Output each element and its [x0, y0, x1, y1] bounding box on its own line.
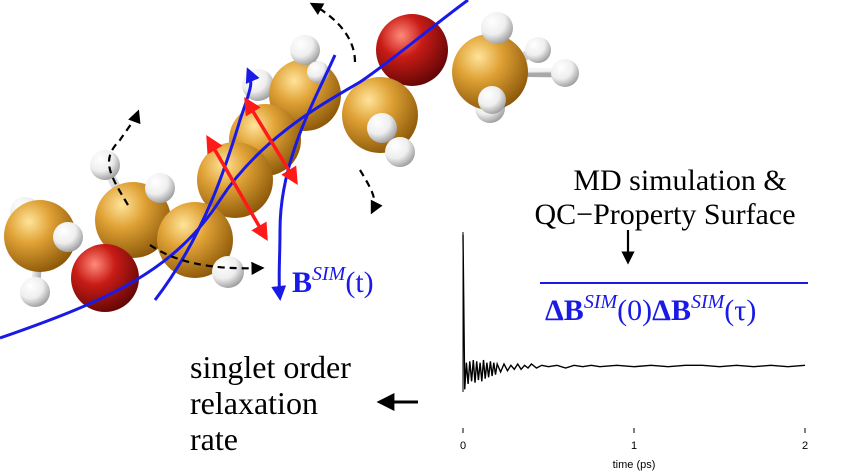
hydrogen-atom [478, 86, 506, 114]
vibration-arrow [244, 97, 298, 185]
md-simulation-line2: QC−Property Surface [534, 198, 795, 231]
hydrogen-atom [525, 37, 551, 63]
hydrogen-atom [90, 150, 120, 180]
corr-sup-1: SIM [584, 291, 619, 313]
chart-series-line [462, 234, 806, 390]
md-simulation-line1: MD simulation & [573, 164, 786, 197]
chart-x-label: time (ps) [613, 459, 656, 471]
field-label-arg: (t) [345, 266, 373, 299]
rotation-arrow [359, 169, 383, 215]
hydrogen-atom [551, 59, 579, 87]
rotation-arrows [107, 2, 383, 275]
hydrogen-atom [212, 256, 244, 288]
oxygen-atom [71, 244, 139, 312]
chart-x-ticks: 0 1 2 [460, 428, 808, 452]
chart-x-tick-label: 0 [460, 440, 466, 452]
rate-line3: rate [190, 421, 238, 457]
vibration-arrows [206, 97, 298, 242]
hydrogen-atom [53, 222, 83, 252]
rate-line2: relaxation [190, 385, 318, 421]
field-label-b: B [292, 266, 312, 299]
field-label: BSIM(t) [292, 263, 374, 299]
hydrogen-atom [367, 113, 397, 143]
chart-x-tick-label: 1 [631, 440, 637, 452]
corr-arg-2: (τ) [724, 294, 756, 327]
rotation-arrow [309, 2, 357, 63]
field-label-sup: SIM [312, 263, 347, 285]
chart-x-tick-label: 2 [802, 440, 808, 452]
corr-delta-b-2: ΔB [652, 294, 691, 327]
hydrogen-atom [145, 173, 175, 203]
hydrogen-atom [385, 137, 415, 167]
rotation-arrow [149, 244, 265, 275]
oxygen-atom [376, 14, 448, 86]
corr-delta-b-1: ΔB [545, 294, 584, 327]
hydrogen-atom [20, 277, 50, 307]
hydrogen-atom [290, 35, 320, 65]
hydrogen-atom [481, 12, 513, 44]
carbon-atom [452, 34, 528, 110]
carbon-atom [95, 182, 171, 258]
rotation-arrow [107, 109, 141, 206]
field-line-b-arrow [271, 54, 337, 301]
corr-sup-2: SIM [691, 291, 726, 313]
rate-line1: singlet order [190, 349, 351, 385]
vibration-arrow [206, 134, 268, 242]
corr-arg-1: (0) [617, 294, 652, 327]
carbon-atom [4, 200, 76, 272]
correlation-chart: 0 1 2 time (ps) [460, 232, 808, 471]
correlation-function: ΔBSIM(0)ΔBSIM(τ) [545, 291, 756, 327]
